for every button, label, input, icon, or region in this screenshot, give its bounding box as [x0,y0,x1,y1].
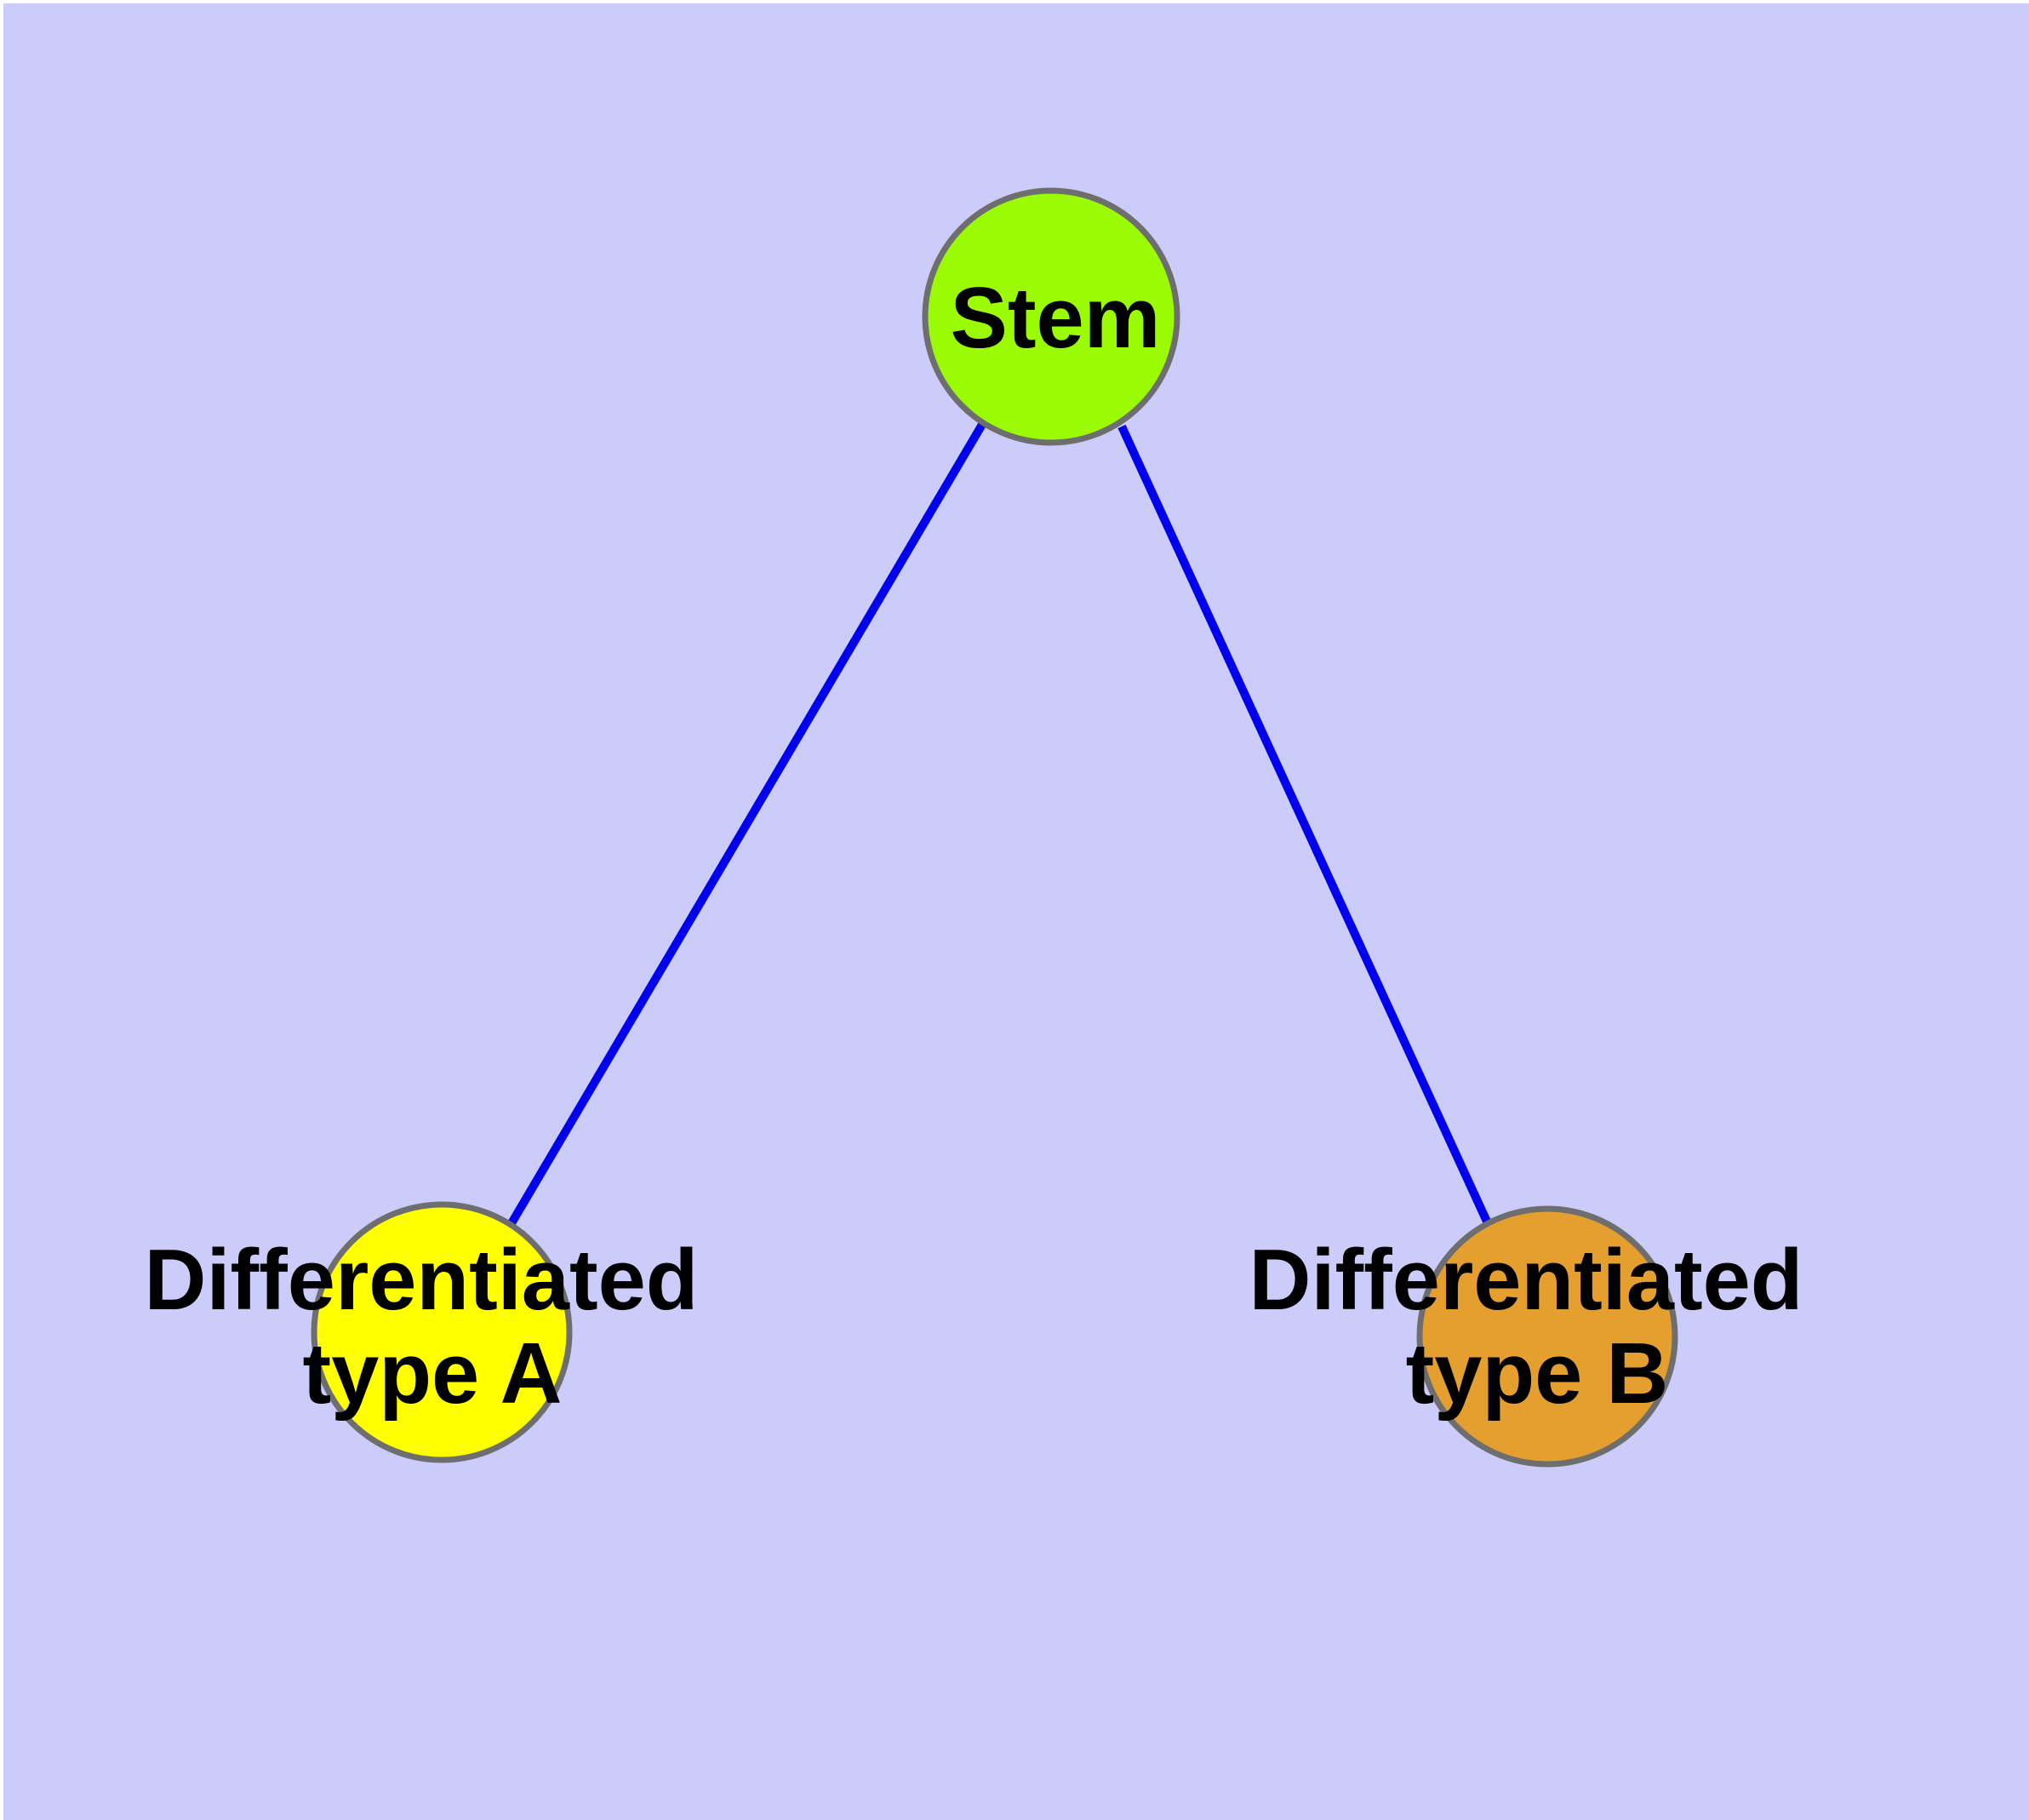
node-labels-group: Stem Differentiated type A Differentiate… [145,271,1803,1422]
node-label-stem: Stem [951,271,1161,366]
edges-group [507,421,1492,1226]
node-differentiated-type-b[interactable] [1416,1205,1678,1468]
node-differentiated-type-a[interactable] [311,1201,573,1463]
node-stem[interactable] [922,187,1180,446]
node-label-differentiated-type-a-line2: type A [303,1326,563,1422]
edge-stem-to-differentiated-type-a[interactable] [507,421,987,1226]
node-label-differentiated-type-a-line1: Differentiated [145,1233,699,1328]
node-label-differentiated-type-b-line1: Differentiated [1249,1233,1803,1328]
nodes-group [311,187,1678,1468]
edge-stem-to-differentiated-type-b[interactable] [1117,424,1492,1226]
node-label-differentiated-type-b-line2: type B [1406,1326,1669,1422]
